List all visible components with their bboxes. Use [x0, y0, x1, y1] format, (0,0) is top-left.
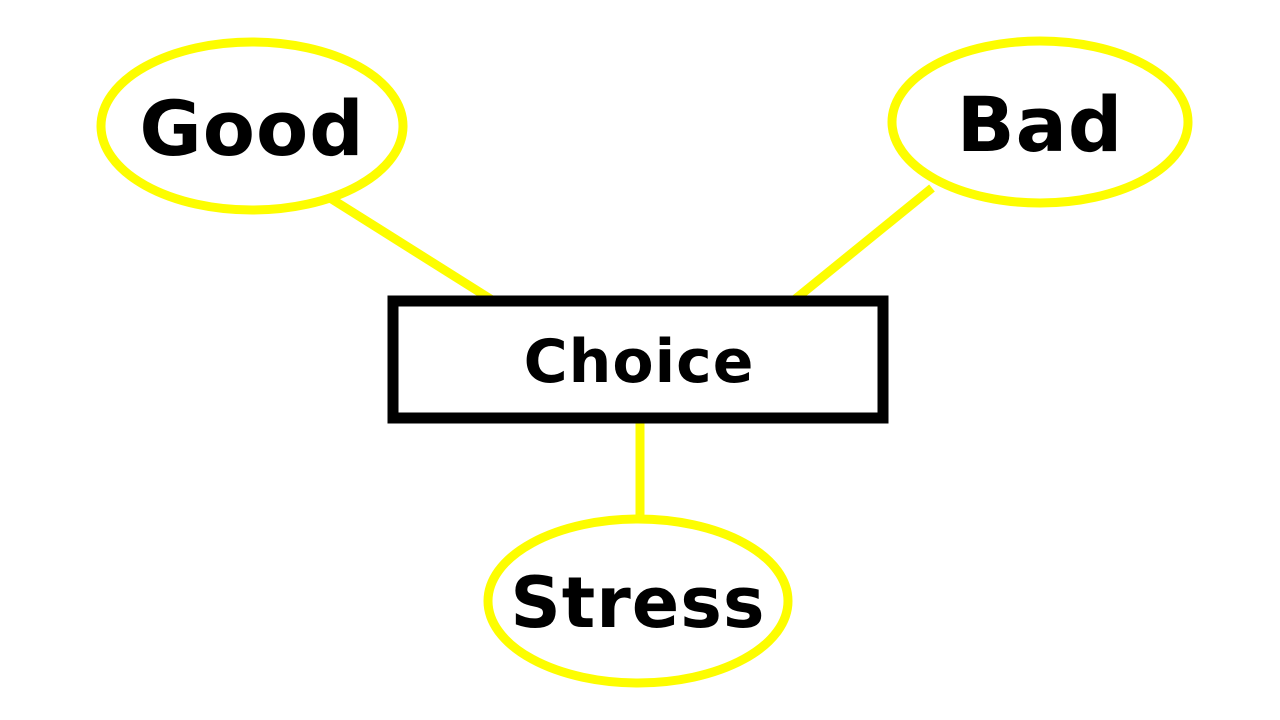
node-bad-ellipse — [887, 36, 1193, 208]
node-good-label: Good — [139, 84, 364, 173]
node-stress-ellipse — [483, 514, 793, 688]
node-bad: Bad — [887, 36, 1193, 208]
node-stress-label: Stress — [510, 562, 765, 644]
node-good-ellipse — [96, 37, 408, 215]
node-choice-label: Choice — [524, 327, 755, 397]
node-bad-label: Bad — [957, 80, 1124, 169]
node-choice: Choice — [387, 295, 889, 424]
edge-choice-bad — [785, 184, 935, 309]
node-good: Good — [96, 37, 408, 215]
edge-choice-good — [327, 194, 503, 309]
node-choice-rect — [387, 295, 889, 424]
node-stress: Stress — [483, 514, 793, 688]
